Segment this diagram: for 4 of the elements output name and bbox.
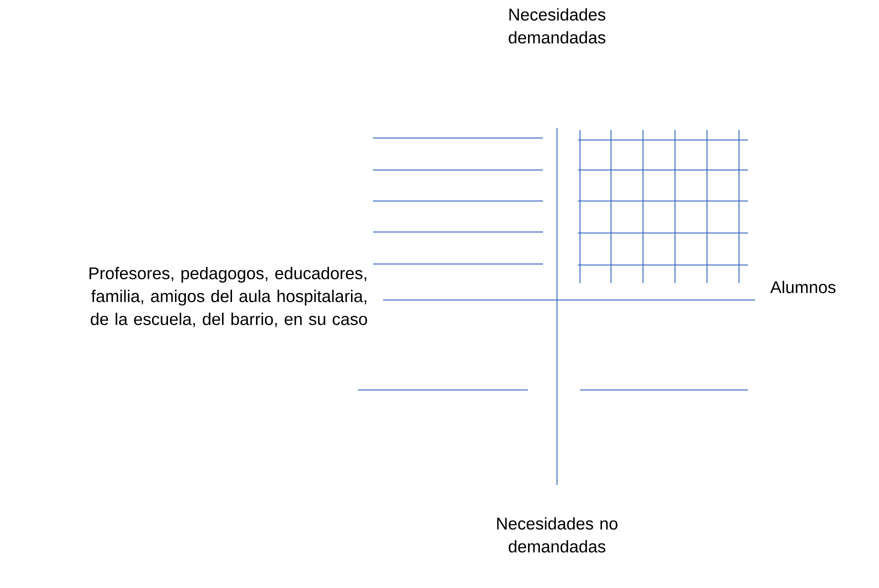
axis-label: Necesidades no demandadas: [497, 517, 618, 553]
axis-label: Alumnos: [770, 280, 836, 294]
axis-label: Profesores, pedagogos, educadores, familia, amigos del aula hospitalaria, de la escuela, del barrio, en su caso: [90, 266, 368, 328]
axis-label: Necesidades demandadas: [508, 8, 606, 44]
